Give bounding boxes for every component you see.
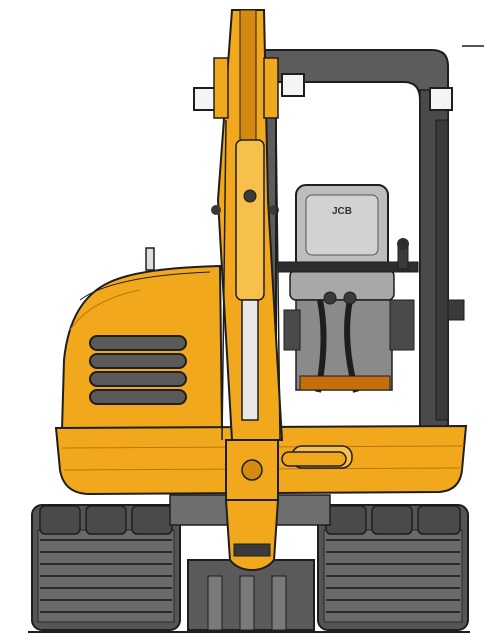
- exhaust-pipe: [145, 247, 155, 271]
- operator-seat: JCB: [289, 184, 395, 301]
- control-levers: [277, 238, 419, 393]
- work-light-right-icon: [429, 87, 453, 111]
- cylinder-rod: [241, 299, 259, 421]
- seat-logo: JCB: [332, 206, 352, 217]
- engine-vent-icon: [89, 335, 187, 405]
- work-light-left-icon: [193, 87, 217, 111]
- left-track: [31, 504, 181, 631]
- engine-hood: [60, 247, 224, 431]
- work-light-center-icon: [281, 73, 305, 97]
- bucket: [224, 499, 280, 572]
- boom-arm: [211, 9, 347, 572]
- right-track: [317, 504, 469, 631]
